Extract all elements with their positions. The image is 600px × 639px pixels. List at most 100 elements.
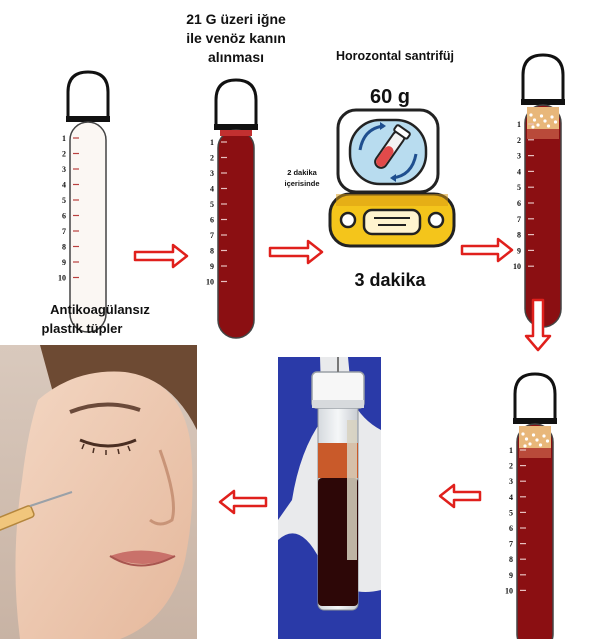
prp-tube-photo [278,357,381,639]
tube-scale-number: 1 [62,134,66,143]
foam-dot [531,433,536,437]
tube-body [217,129,255,339]
centrifuge-title: Horozontal santrifüj [336,49,454,63]
tube-scale-number: 5 [210,200,214,209]
tube-scale-number: 8 [62,243,66,252]
foam-dot [542,434,546,438]
tube-scale-number: 6 [509,524,513,533]
tube-scale-number: 4 [517,167,521,176]
duration-small-line2: içerisinde [284,179,319,188]
platelet-layer [519,426,551,448]
tube-scale-number: 10 [513,262,521,271]
foam-dot [538,443,543,447]
centrifuge-icon [328,108,456,248]
arrow-right-icon [268,239,324,265]
tube-cap [513,372,557,422]
blood-tube: 1 2 3 4 5 6 7 8 9 10 [206,78,258,339]
tube-cap-rim [513,418,557,424]
tube-scale-number: 3 [509,477,513,486]
needle-label-line3: alınması [208,49,264,65]
foam-dot [545,439,550,443]
tube-scale-number: 4 [62,181,66,190]
arrow-right-icon [460,237,514,263]
face-injection-photo [0,345,197,639]
foam-dot [523,444,527,448]
tube-cap-rim [66,116,110,122]
tube-scale-number: 3 [62,165,66,174]
tube-scale-number: 9 [509,571,513,580]
foam-dot [539,114,544,118]
flow-arrows [133,237,552,515]
arrow-left-icon [218,489,268,515]
foam-dot [531,125,535,129]
tube-scale-number: 6 [517,199,521,208]
tube-cap [66,70,110,120]
tube-scale-number: 7 [62,227,66,236]
tube-scale-number: 9 [517,246,521,255]
buffy-layer [519,448,551,458]
tube-scale-number: 2 [509,462,513,471]
tube-type-line2: plastik tüpler [42,321,123,336]
tube-cap-rim [214,124,258,130]
tube-scale-number: 9 [210,262,214,271]
platelet-layer [527,107,559,129]
tube-scale-number: 9 [62,258,66,267]
duration-big-label: 3 dakika [354,270,426,290]
tube-scale-number: 8 [509,555,513,564]
tube-scale-number: 2 [210,154,214,163]
tube-scale-number: 2 [62,150,66,159]
tube-scale-number: 8 [210,247,214,256]
blood-top [220,130,252,136]
needle-label-line1: 21 G üzeri iğne [186,11,286,27]
empty-tube: 1 2 3 4 5 6 7 8 9 10 [58,70,110,333]
foam-dot [529,113,533,117]
foam-dot [550,115,554,119]
syringe-icon [0,491,73,531]
tube-scale-number: 7 [517,215,521,224]
foam-dot [521,432,525,436]
tube-scale-number: 10 [58,274,66,283]
tube-scale-number: 2 [517,136,521,145]
tube-scale-number: 4 [210,185,214,194]
speed-label: 60 g [370,86,410,108]
tube-scale-number: 6 [62,212,66,221]
foam-dot [524,437,529,441]
tube-scale-number: 4 [509,493,513,502]
duration-small-line1: 2 dakika [287,168,317,177]
foam-dot [532,118,537,122]
foam-dot [528,442,532,446]
arrow-down-icon [524,298,552,352]
tube-scale-number: 1 [210,138,214,147]
needle-label-line2: ile venöz kanın [186,30,286,46]
tube-cap [521,53,565,103]
tube-scale-number: 6 [210,216,214,225]
tube-scale-number: 5 [62,196,66,205]
tube-scale-number: 7 [210,231,214,240]
foam-dot [543,119,547,123]
arrow-left-icon [438,483,482,509]
buffy-layer [527,129,559,139]
tube-body [516,423,554,639]
tube-cap-rim [521,99,565,105]
tube-scale-number: 7 [509,540,513,549]
separated-tube-top: 1 2 3 4 5 6 7 8 9 10 [513,53,565,328]
tube-scale-number: 10 [505,586,513,595]
tube-scale-number: 3 [517,152,521,161]
tube-scale-number: 1 [509,446,513,455]
tube-scale-number: 3 [210,169,214,178]
tube-scale-number: 5 [517,183,521,192]
tube-scale-number: 1 [517,120,521,129]
foam-dot [535,438,539,442]
labels: 21 G üzeri iğne ile venöz kanın alınması… [42,11,454,336]
foam-dot [536,123,540,127]
tube-body [69,121,107,333]
foam-dot [553,120,558,124]
tube-scale-number: 10 [206,278,214,287]
tube-scale-number: 8 [517,231,521,240]
foam-dot [546,124,551,128]
tube-type-line1: Antikoagülansız [50,302,150,317]
tube-scale-number: 5 [509,508,513,517]
tube-cap [214,78,258,128]
arrow-right-icon [133,243,189,269]
